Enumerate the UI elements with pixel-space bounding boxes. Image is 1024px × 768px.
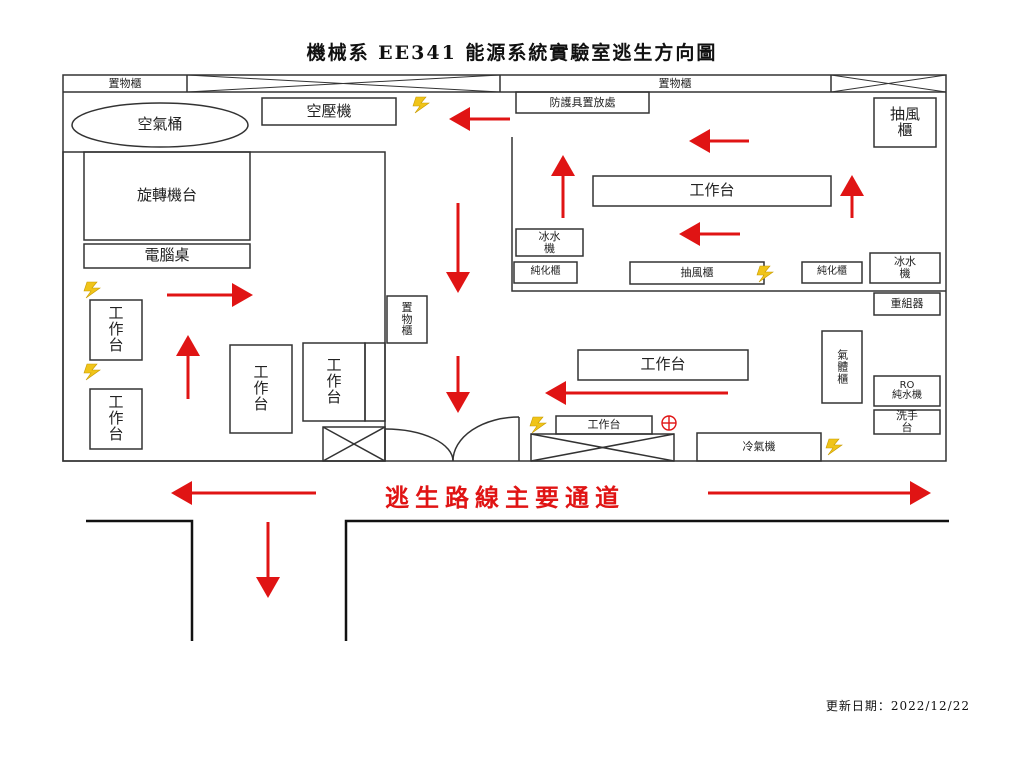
chiller-2-label: 冰水 機 (894, 255, 916, 280)
hallway-wall-right (344, 519, 949, 641)
outlet-icon (529, 416, 547, 434)
outlet-icon (412, 96, 430, 114)
air-tank-label: 空氣桶 (137, 115, 183, 134)
purifier-2-label: 純化櫃 (817, 266, 847, 278)
chiller-1-label: 冰水 機 (538, 229, 561, 255)
workbench-left-2-box (89, 388, 143, 450)
workbench-mid-1-label: 工 作 台 (253, 363, 269, 413)
workbench-left-1-box (89, 299, 143, 361)
gas-cabinet-box (821, 330, 863, 404)
chiller-2-box (869, 252, 941, 284)
workbench-upper-box (592, 175, 832, 207)
exhaust-cabinet-right-label: 抽風 櫃 (889, 104, 920, 139)
air-conditioner-box (696, 432, 822, 462)
purifier-2-box (801, 261, 863, 284)
workbench-mid-2-label: 工 作 台 (326, 356, 342, 406)
workbench-left-1-label: 工 作 台 (108, 304, 124, 354)
ppe-storage-label: 防護具置放處 (549, 95, 616, 109)
door-swing-left (384, 428, 454, 462)
shelf-top-right-label: 置物櫃 (658, 76, 692, 90)
main-escape-route-label: 逃生路線主要通道 (385, 483, 625, 512)
purifier-1-box (513, 261, 578, 284)
rotating-table-box (83, 151, 251, 241)
purifier-1-label: 純化櫃 (530, 266, 561, 278)
workbench-door-label: 工作台 (587, 418, 621, 432)
hallway-wall-left (86, 519, 194, 641)
air-compressor-box (261, 97, 397, 126)
shelf-top-left-label: 置物櫃 (108, 76, 142, 90)
outlet-icon (825, 438, 843, 456)
exhaust-cabinet-right-box (873, 97, 937, 148)
computer-desk-box (83, 243, 251, 269)
outlet-icon (756, 265, 774, 283)
workbench-lower-box (577, 349, 749, 381)
door-swing-right (452, 416, 520, 462)
shelf-middle-box (386, 295, 428, 344)
rotating-table-label: 旋轉機台 (136, 186, 197, 205)
map-title: 機械系 EE341 能源系統實驗室逃生方向圖 (306, 42, 718, 64)
workbench-lower-label: 工作台 (640, 355, 686, 374)
reassembler-label: 重組器 (890, 297, 924, 311)
ppe-storage-box (515, 91, 650, 114)
workbench-mid-1-box (229, 344, 293, 434)
ro-unit-label: RO 純水機 (892, 379, 922, 401)
right-partition (511, 137, 868, 292)
air-tank (71, 102, 249, 148)
air-compressor-label: 空壓機 (306, 101, 352, 120)
updated-date: 更新日期：2022/12/22 (825, 699, 970, 713)
chiller-1-box (515, 228, 584, 257)
reassembler-box (873, 292, 941, 316)
workbench-left-2-label: 工 作 台 (108, 393, 124, 443)
hydrant-icon (661, 415, 677, 431)
computer-desk-label: 電腦桌 (144, 246, 190, 265)
workbench-door-box (555, 415, 653, 435)
outlet-icon (83, 363, 101, 381)
wash-basin-label: 洗手 台 (896, 409, 918, 434)
wash-basin-box (873, 409, 941, 435)
exhaust-cabinet-mid-label: 抽風櫃 (680, 266, 714, 280)
workbench-upper-label: 工作台 (689, 181, 735, 200)
ro-unit-box (873, 375, 941, 407)
air-conditioner-label: 冷氣機 (742, 440, 776, 454)
gas-cabinet-label: 氣體櫃 (835, 349, 849, 385)
outlet-icon (83, 281, 101, 299)
shelf-middle-label: 置 物 櫃 (401, 301, 413, 338)
